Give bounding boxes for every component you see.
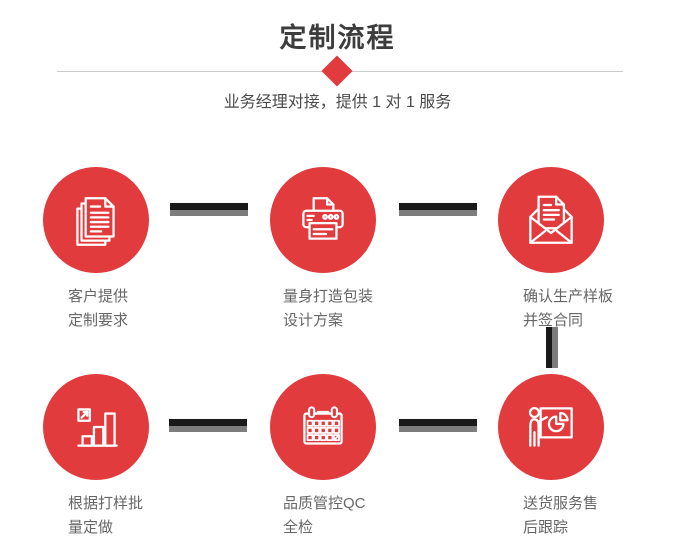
printer-icon (302, 197, 344, 240)
step-label-line: 并签合同 (523, 312, 584, 329)
calendar-qc-icon (303, 406, 343, 445)
step-label-line: 根据打样批 (68, 495, 144, 512)
step-label-line: 品质管控QC (283, 495, 366, 512)
step-circle-4 (43, 374, 149, 480)
step-label-4: 根据打样批 量定做 (68, 492, 143, 540)
documents-icon (76, 197, 115, 246)
subtitle: 业务经理对接，提供 1 对 1 服务 (223, 94, 452, 111)
step-circle-2 (270, 167, 376, 273)
step-circle-3 (498, 167, 604, 273)
step-label-line: 全检 (283, 519, 314, 536)
presenter-pie-chart-icon (528, 406, 573, 447)
step-label-1: 客户提供 定制要求 (68, 285, 128, 333)
step-label-line: 后跟踪 (523, 519, 569, 536)
flow-connector-top-2 (399, 203, 477, 216)
flow-connector-bottom-2 (399, 419, 477, 432)
step-label-line: 定制要求 (68, 312, 129, 329)
step-label-line: 送货服务售 (523, 495, 599, 512)
step-label-line: 确认生产样板 (523, 288, 614, 305)
step-circle-6 (498, 374, 604, 480)
step-label-3: 确认生产样板 并签合同 (523, 285, 613, 333)
step-label-5: 品质管控QC 全检 (283, 492, 366, 540)
bar-chart-growth-icon (77, 408, 118, 447)
flow-connector-vertical (546, 327, 558, 368)
step-label-6: 送货服务售 后跟踪 (523, 492, 598, 540)
step-circle-1 (43, 167, 149, 273)
step-circle-5 (270, 374, 376, 480)
envelope-letter-icon (529, 195, 573, 244)
page-title: 定制流程 (279, 23, 396, 53)
step-label-2: 量身打造包装 设计方案 (283, 285, 373, 333)
step-label-line: 客户提供 (68, 288, 129, 305)
step-label-line: 设计方案 (283, 312, 344, 329)
flow-connector-bottom-1 (169, 419, 247, 432)
step-label-line: 量身打造包装 (283, 288, 374, 305)
step-label-line: 量定做 (68, 519, 114, 536)
red-diamond-icon (321, 55, 353, 87)
flow-connector-top-1 (170, 203, 248, 216)
